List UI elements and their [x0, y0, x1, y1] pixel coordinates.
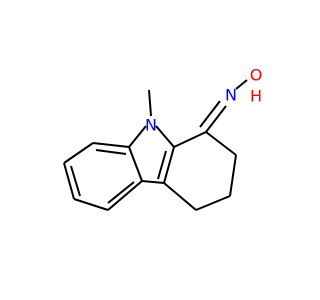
benzene-ring: [63, 142, 143, 211]
bond-c2r-c3r: [229, 154, 237, 197]
atom-n-ring: N: [145, 116, 157, 135]
atom-o-oxime: O: [250, 66, 263, 85]
bond-inner-c9a-c4a: [157, 150, 167, 180]
bond-c2-c3: [128, 146, 143, 182]
bond-c6-c1: [63, 142, 94, 164]
bond-c1-c2: [92, 142, 130, 148]
bond-c2-n: [128, 125, 147, 148]
bond-c9a-c4a: [163, 146, 175, 184]
cyclohexane-ring: [163, 131, 237, 211]
bond-n-c9a: [155, 125, 175, 148]
bond-c5-c6: [63, 162, 75, 200]
molecule-diagram: N N O H: [63, 66, 263, 211]
bond-c1-c2r: [205, 131, 237, 156]
bond-c4r-c4a: [163, 182, 197, 211]
structure-canvas: N N O H: [63, 65, 263, 211]
bond-c1-n-oxime-double: [199, 100, 221, 128]
oxime-group: [199, 79, 248, 133]
bond-inner-c5-c6: [70, 165, 81, 197]
bond-n-methyl: [148, 89, 152, 117]
bond-c1-n-oxime: [205, 105, 227, 133]
bond-inner-c1-c2: [95, 149, 127, 155]
pyrrole-ring: [128, 125, 175, 184]
atom-n-oxime: N: [225, 86, 237, 105]
bond-c3-c4: [107, 180, 143, 211]
bond-inner-c3-c4: [107, 181, 135, 204]
bond-n-o: [235, 79, 248, 90]
bond-c9a-c1: [173, 131, 207, 148]
bond-c3r-c4r: [195, 195, 231, 211]
bond-c4-c5: [73, 198, 109, 211]
bond-c4a-c3: [141, 180, 165, 184]
atom-h-oxime: H: [250, 87, 262, 106]
